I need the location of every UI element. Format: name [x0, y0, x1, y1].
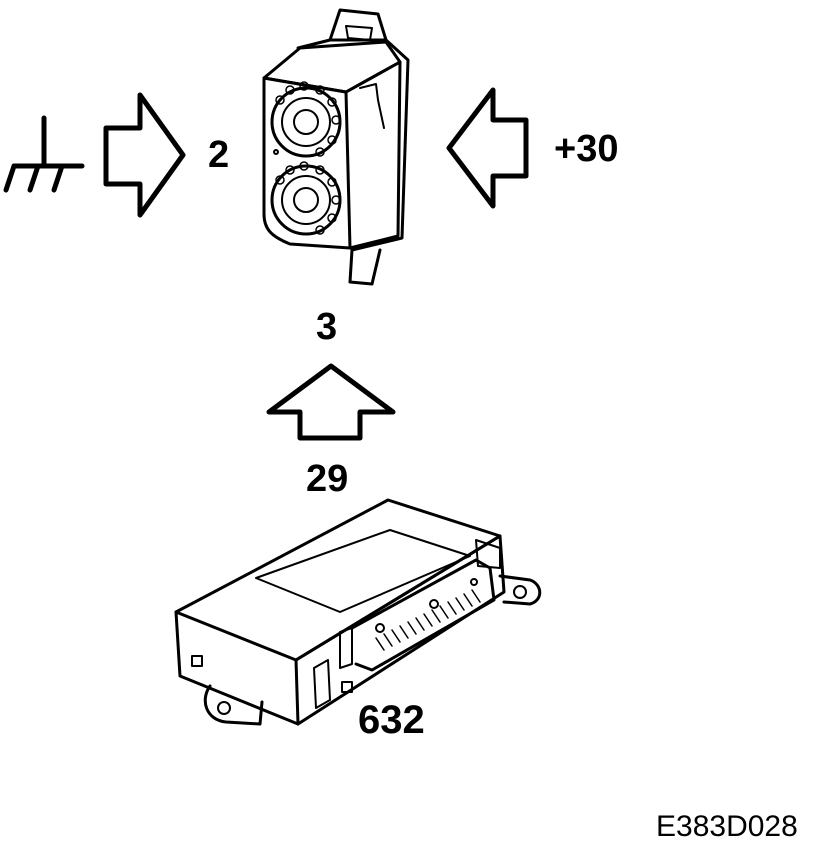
- speaker-pin-label: 3: [316, 306, 338, 348]
- supply-voltage-label: +30: [554, 128, 619, 170]
- control-module-icon: [174, 498, 542, 726]
- supply-arrow-icon: [446, 87, 529, 209]
- ground-pin-label: 2: [208, 134, 230, 176]
- signal-arrow-icon: [266, 363, 396, 441]
- control-module-label: 632: [358, 698, 425, 742]
- ground-arrow-icon: [103, 92, 186, 218]
- ground-symbol-icon: [3, 115, 85, 193]
- control-pin-label: 29: [306, 458, 349, 500]
- figure-code: E383D028: [656, 810, 798, 843]
- speaker-unit-icon: [262, 8, 410, 286]
